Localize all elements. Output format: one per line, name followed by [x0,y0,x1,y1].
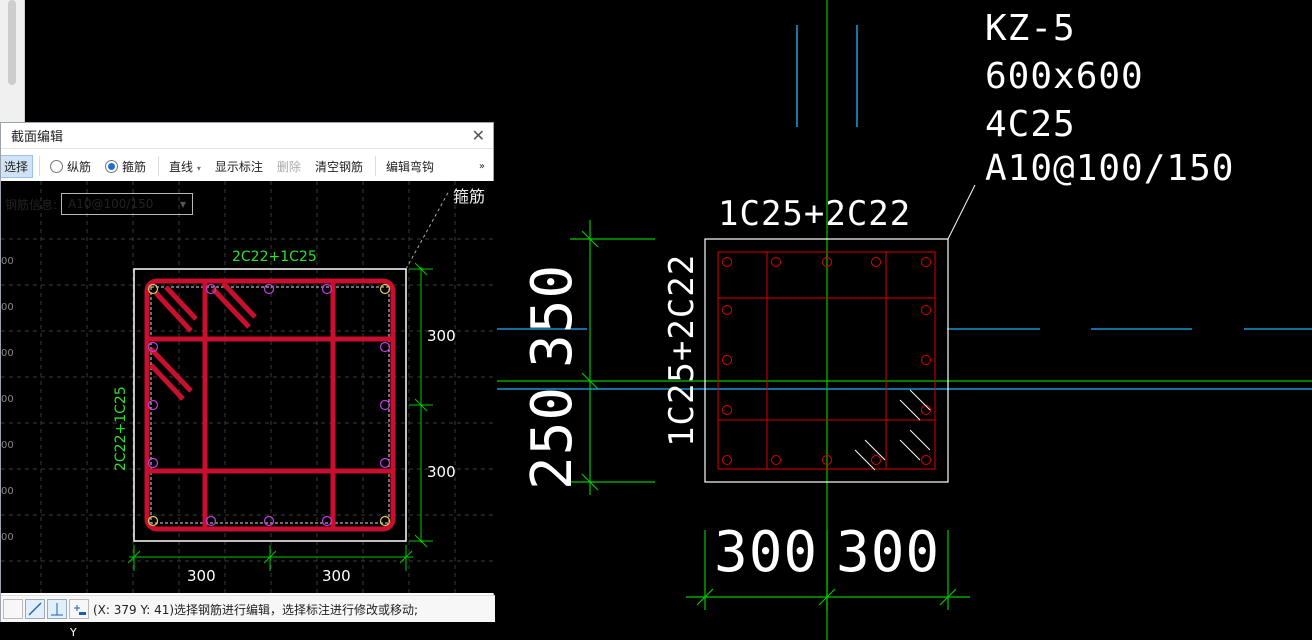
dialog-toolbar: 选择 纵筋 箍筋 直线 ▾ 显示标注 删除 清空钢筋 编辑弯钩 » [1,149,493,184]
dim-bottom-left[interactable]: 300 [187,567,216,585]
radio-icon [50,159,64,173]
dim-300-left: 300 [714,520,819,585]
chevron-down-icon: ▼ [179,200,187,209]
left-rebar-label[interactable]: 2C22+1C25 [113,386,129,471]
dim-300-right: 300 [836,520,941,585]
column-left-side-rebar: 1C25+2C22 [662,253,702,447]
rebar-info-label: 钢筋信息: [5,197,58,212]
column-stirrup: A10@100/150 [985,148,1235,189]
section-dims [127,262,433,571]
snap-perpendicular-icon[interactable] [47,599,67,619]
scrollbar-thumb[interactable] [8,0,16,85]
column-outline [704,238,949,483]
section-stirrups [144,278,396,532]
section-grid [1,181,495,593]
column-name: KZ-5 [985,8,1076,49]
column-top-side-rebar: 1C25+2C22 [718,194,912,234]
dim-right-bottom[interactable]: 300 [427,463,456,481]
column-corner-rebar: 4C25 [985,104,1076,145]
dialog-title-bar[interactable]: 截面编辑 ✕ [1,123,493,149]
dim-right-top[interactable]: 300 [427,327,456,345]
column-leader-line [947,184,976,240]
column-size: 600x600 [985,56,1144,97]
status-text: (X: 379 Y: 41)选择钢筋进行编辑，选择标注进行修改或移动; [93,602,419,617]
stirrup-label: 箍筋 [453,187,486,206]
section-canvas[interactable]: 箍筋 2C22+1C25 2C22+1C25 300 300 300 300 0… [1,181,495,593]
show-marks-button[interactable]: 显示标注 [214,159,263,174]
radio-stirrup[interactable]: 箍筋 [99,155,152,178]
toolbar-separator [158,156,160,176]
rebar-info-row: 钢筋信息: A10@100/150▼ [5,193,194,215]
select-button[interactable]: 选择 [1,154,34,178]
chevron-down-icon: ▾ [196,163,201,173]
side-panel [0,0,25,122]
snap-line-icon[interactable] [25,599,45,619]
snap-add-icon[interactable] [69,599,89,619]
close-icon[interactable]: ✕ [471,126,485,145]
cad-rebar [717,251,936,470]
toolbar-more-button[interactable]: » [478,160,485,172]
cad-hook-marks [854,389,931,471]
dim-bottom-right[interactable]: 300 [322,567,351,585]
radio-longitudinal[interactable]: 纵筋 [44,155,97,178]
dim-350: 350 [520,263,585,368]
rebar-info-select[interactable]: A10@100/150▼ [61,193,194,215]
inner-dashed-outline [150,286,390,524]
dialog-title: 截面编辑 [11,130,64,145]
top-rebar-label[interactable]: 2C22+1C25 [232,249,317,265]
toolbar-separator [374,156,376,176]
status-bar: (X: 379 Y: 41)选择钢筋进行编辑，选择标注进行修改或移动; [1,595,495,622]
dim-250: 250 [520,385,585,490]
y-axis-label: Y [70,626,77,639]
snap-endpoint-icon[interactable] [3,599,23,619]
edit-hook-button[interactable]: 编辑弯钩 [385,159,434,174]
section-outline [133,268,407,542]
clear-rebar-button[interactable]: 清空钢筋 [314,159,363,174]
section-drawing [1,181,495,593]
section-edit-dialog: 截面编辑 ✕ 选择 纵筋 箍筋 直线 ▾ 显示标注 删除 清空钢筋 编辑弯钩 » [0,122,495,622]
cad-dimension-lines [497,0,1312,640]
stirrup-leader [405,190,450,270]
delete-button[interactable]: 删除 [276,159,301,174]
line-dropdown[interactable]: 直线 ▾ [169,159,201,174]
cad-axis-lines [497,25,1312,390]
radio-selected-icon [105,159,119,173]
toolbar-separator [39,156,41,176]
section-bars [147,283,391,527]
